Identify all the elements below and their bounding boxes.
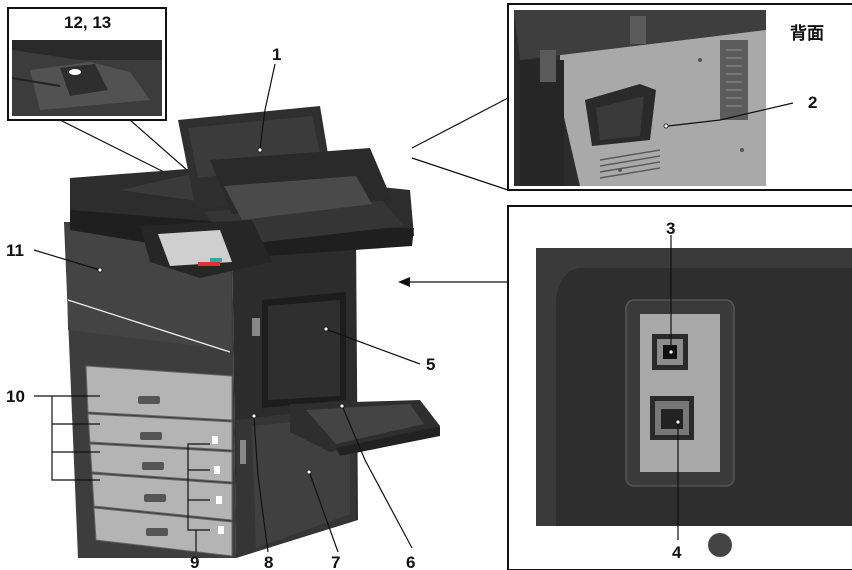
label-6: 6	[406, 553, 415, 570]
rear-label: 背面	[790, 23, 824, 43]
leader-lines	[33, 63, 794, 553]
label-5: 5	[426, 355, 435, 374]
label-7: 7	[331, 553, 340, 570]
copier-machine	[64, 106, 440, 558]
label-4: 4	[672, 543, 682, 562]
label-2: 2	[808, 93, 817, 112]
inset-ports	[507, 205, 852, 570]
label-10: 10	[6, 387, 25, 406]
label-1: 1	[272, 45, 281, 64]
label-3: 3	[666, 219, 675, 238]
label-11: 11	[6, 241, 24, 260]
inset-rear	[507, 3, 852, 191]
label-12-13: 12, 13	[64, 13, 111, 32]
label-8: 8	[264, 553, 273, 570]
inset-12-13	[7, 7, 167, 121]
callout-labels: 1 2 3 4 5 6 7 8 9 10 11 12, 13	[6, 13, 817, 570]
label-9: 9	[190, 553, 199, 570]
